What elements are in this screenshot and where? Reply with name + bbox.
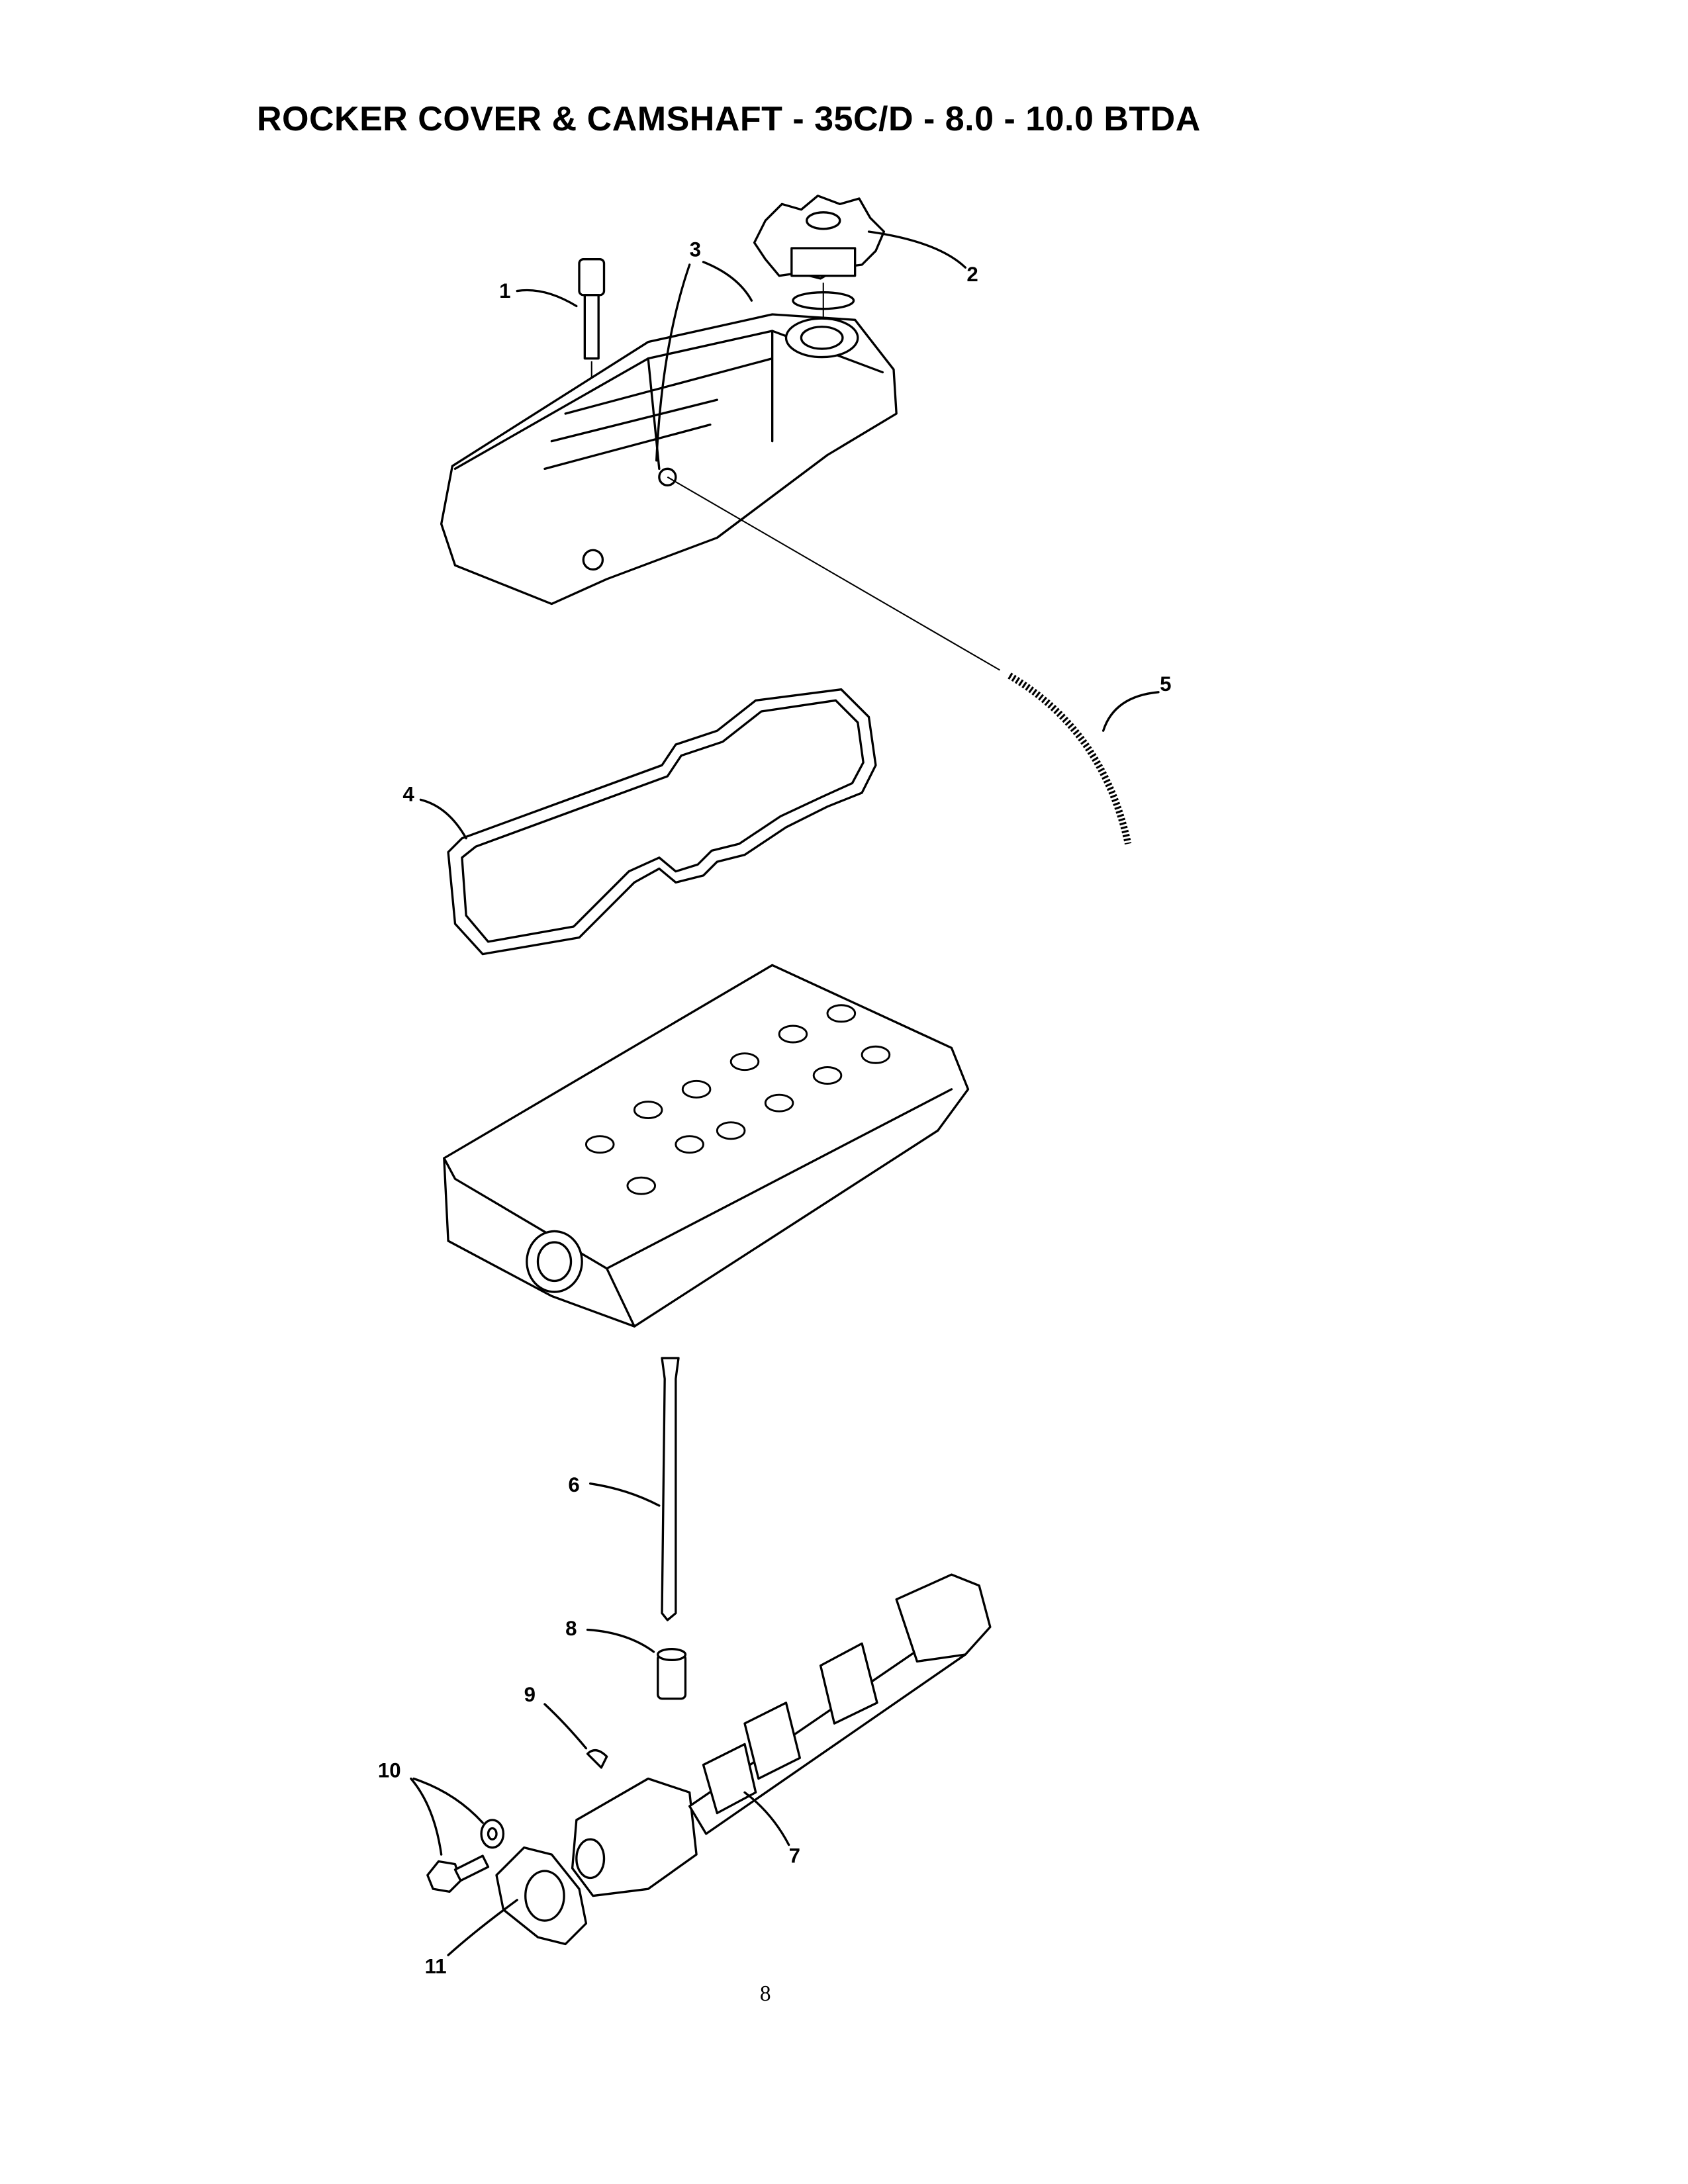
hose-part-5 xyxy=(1008,672,1160,845)
camshaft-part-7 xyxy=(571,1573,992,1897)
rocker-cover xyxy=(440,313,1000,671)
callout-10: 10 xyxy=(378,1758,401,1782)
bolt-washer-part-10 xyxy=(410,1777,505,1893)
callout-7: 7 xyxy=(789,1844,800,1868)
callout-9: 9 xyxy=(524,1683,536,1706)
oil-cap-part-2 xyxy=(753,195,967,332)
callout-6: 6 xyxy=(568,1473,579,1496)
callout-5: 5 xyxy=(1160,672,1171,696)
page-title: ROCKER COVER & CAMSHAFT - 35C/D - 8.0 - … xyxy=(257,100,1201,138)
thrust-plate-part-11 xyxy=(447,1846,588,1956)
page-number: 8 xyxy=(760,1981,771,2006)
callout-3: 3 xyxy=(690,238,701,261)
gasket-part-4 xyxy=(419,688,877,956)
callout-4: 4 xyxy=(402,782,414,805)
tappet-part-8 xyxy=(586,1628,687,1700)
woodruff-key-part-9 xyxy=(543,1703,608,1769)
callout-1: 1 xyxy=(499,279,510,302)
callout-11: 11 xyxy=(425,1954,447,1978)
callout-8: 8 xyxy=(565,1617,577,1640)
cylinder-head xyxy=(443,964,970,1328)
push-rod-part-6 xyxy=(589,1357,680,1621)
callout-2: 2 xyxy=(966,263,978,286)
